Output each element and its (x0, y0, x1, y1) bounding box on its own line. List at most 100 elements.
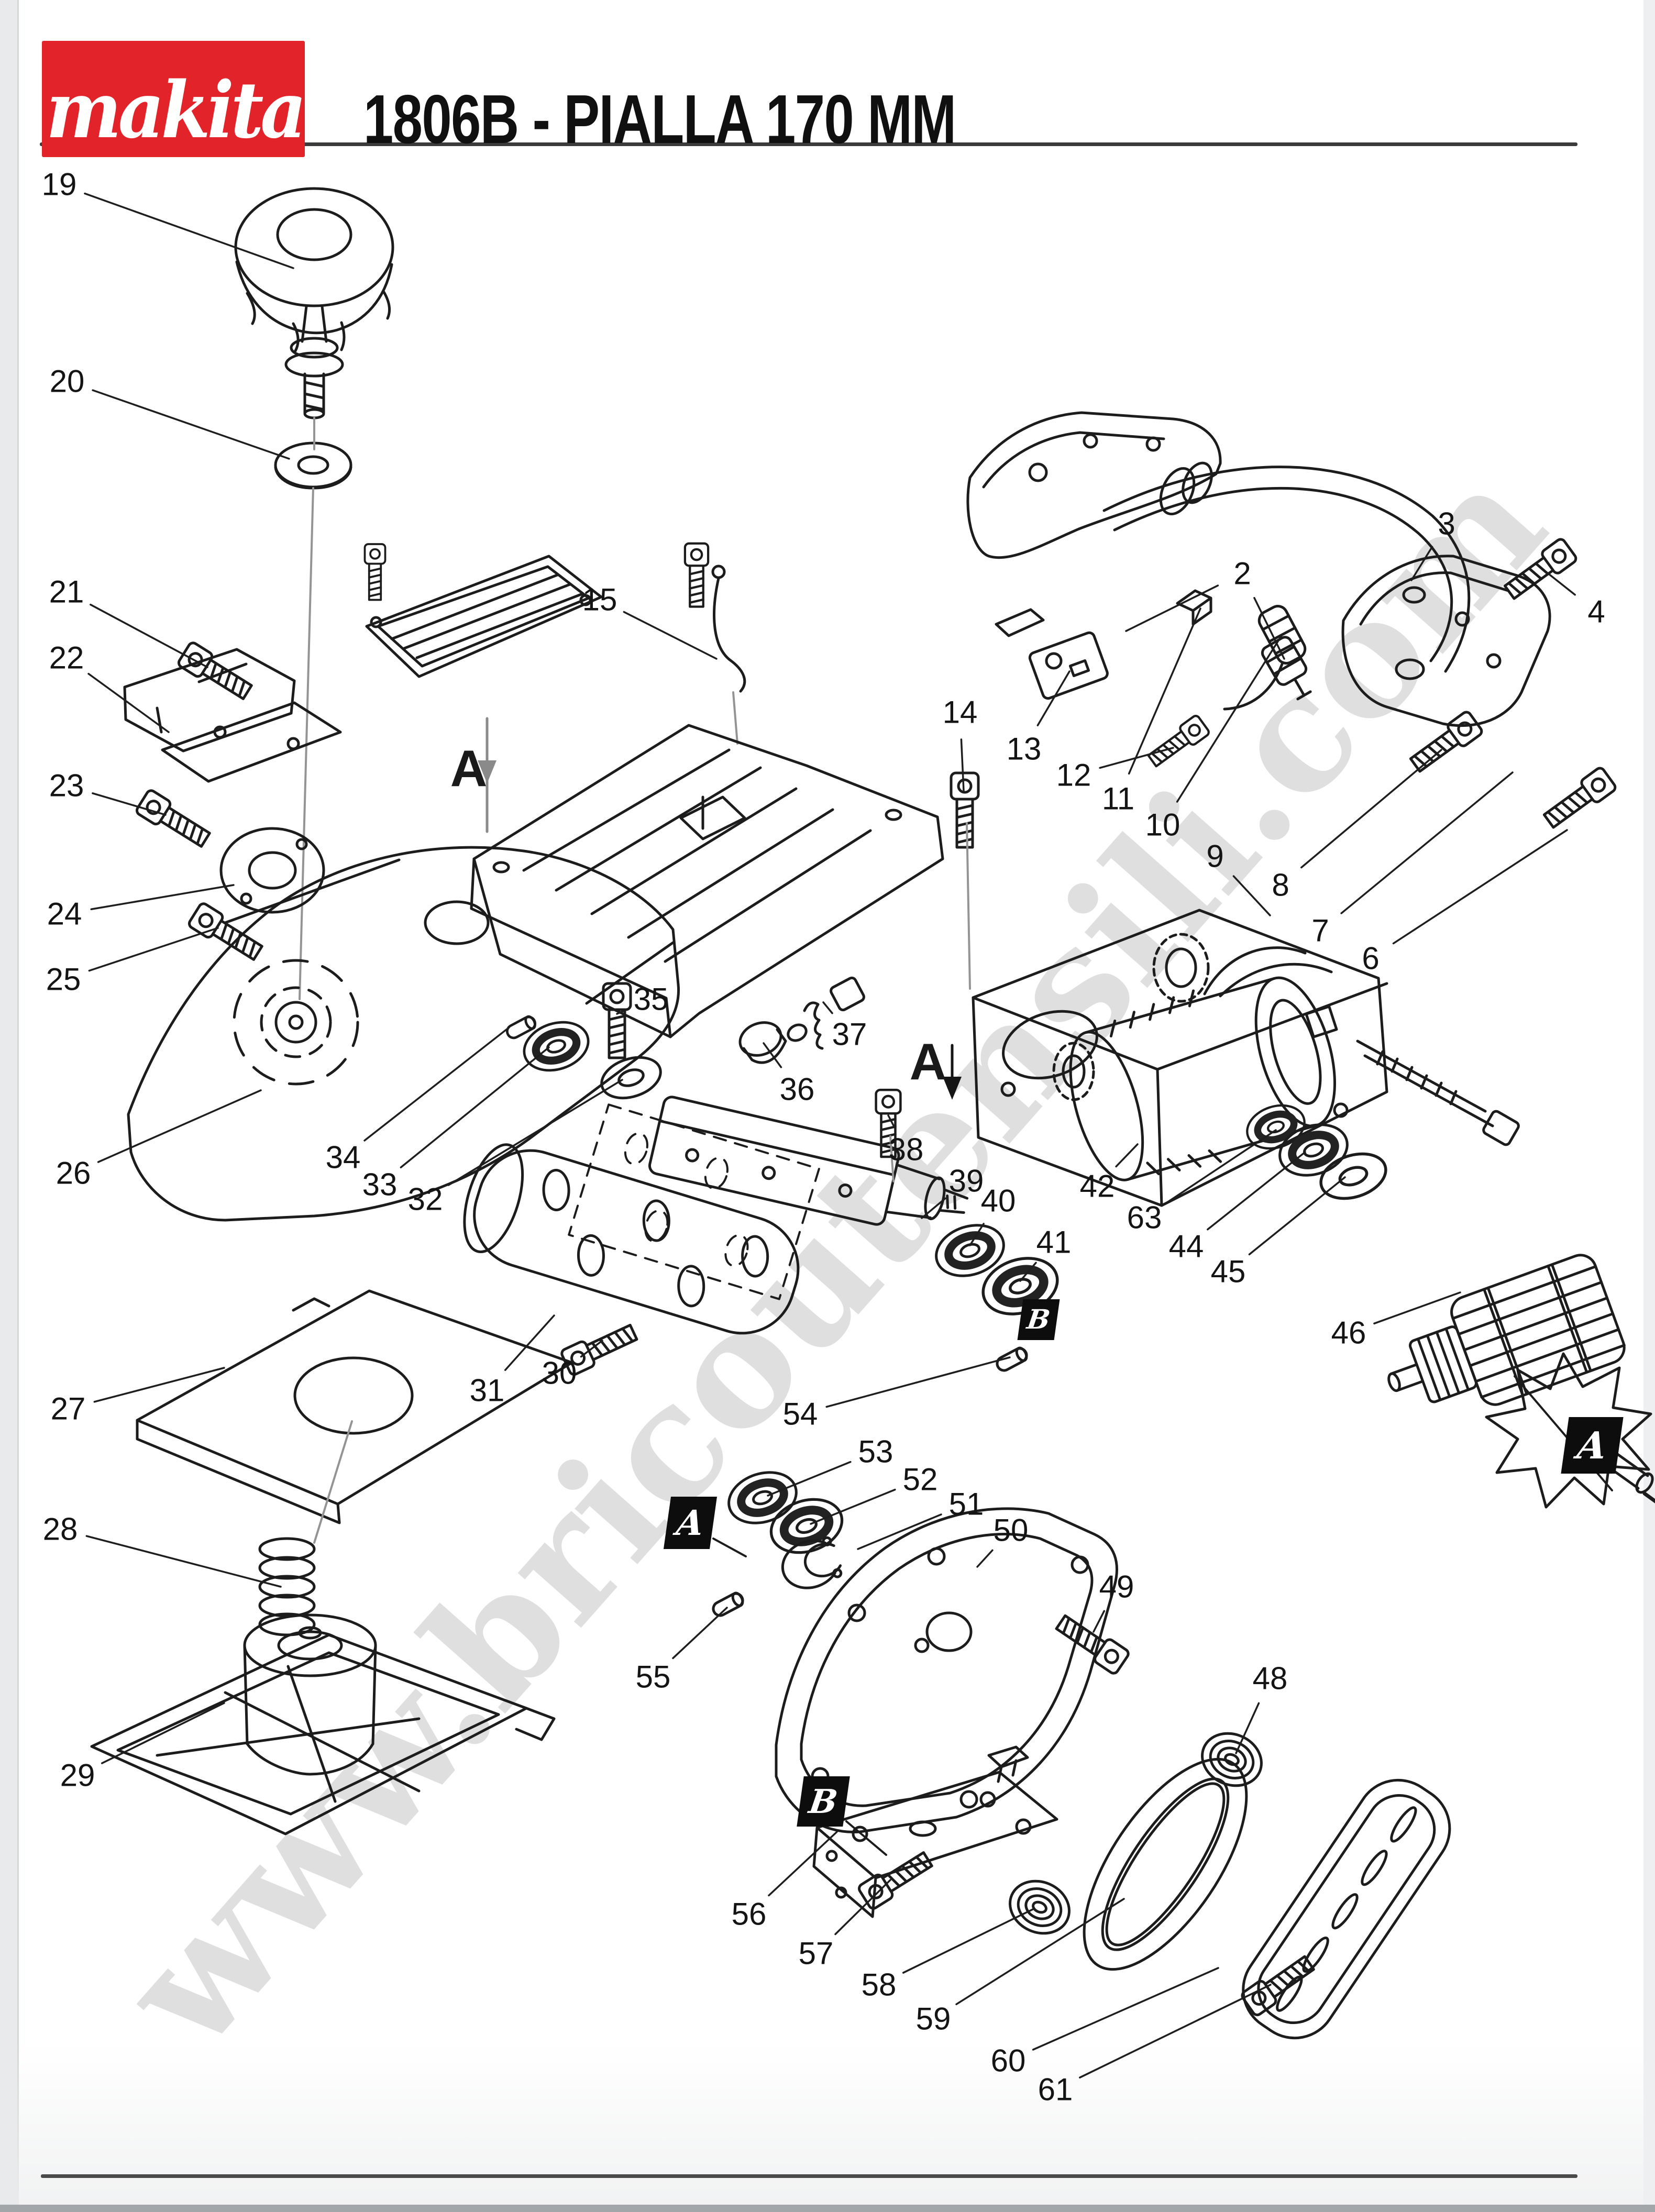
part-label-49: 49 (1099, 1569, 1134, 1605)
part-label-23: 23 (49, 768, 84, 803)
armature-46-drawing (1387, 1254, 1626, 1406)
part-label-28: 28 (42, 1511, 78, 1547)
plug-2-drawing (1261, 636, 1312, 701)
part-label-19: 19 (41, 167, 77, 202)
shoe-axis-line (313, 1420, 353, 1544)
blade-dashed-outline (568, 1103, 820, 1300)
part-label-12: 12 (1056, 757, 1091, 793)
part-label-56: 56 (731, 1896, 767, 1932)
part-label-61: 61 (1038, 2072, 1073, 2107)
part-label-59: 59 (915, 2001, 951, 2037)
part-label-39: 39 (948, 1163, 984, 1199)
part-label-51: 51 (948, 1486, 984, 1522)
screw-38-axis (889, 1135, 895, 1182)
screw-6-drawing (1541, 766, 1617, 832)
main-housing-drawing (127, 846, 680, 1222)
shoe-27-drawing (136, 1289, 573, 1524)
section-a-arrow-mid (943, 1044, 962, 1100)
bar-cover-60-drawing (1242, 1778, 1451, 2040)
makita-logo: makita ® (42, 41, 328, 157)
marker-a4-leader (712, 1538, 747, 1557)
part-label-4: 4 (1587, 594, 1605, 629)
part-label-50: 50 (993, 1512, 1029, 1548)
part-label-15: 15 (582, 582, 617, 617)
part-label-7: 7 (1311, 913, 1329, 948)
part-label-38: 38 (888, 1132, 924, 1167)
registered-mark-icon: ® (316, 91, 328, 108)
plate-screw-drawing (363, 543, 387, 601)
section-letter-a: A (909, 1033, 947, 1091)
part-label-10: 10 (1145, 807, 1180, 843)
spring-28-drawing (258, 1537, 316, 1636)
connector-11-drawing (1176, 589, 1212, 626)
part-label-37: 37 (832, 1016, 867, 1052)
section-box-b: B (1017, 1299, 1060, 1340)
part-label-9: 9 (1206, 838, 1224, 874)
page-bottom-bar (0, 2205, 1655, 2212)
screw-12-drawing (1145, 714, 1210, 770)
part-label-36: 36 (779, 1071, 815, 1107)
handle-half-right-drawing (1341, 555, 1551, 727)
ring-51-drawing (781, 1536, 843, 1589)
washer-20-drawing (274, 441, 352, 490)
part-label-58: 58 (861, 1967, 897, 2003)
screw-21-drawing (177, 641, 255, 703)
part-label-32: 32 (407, 1181, 443, 1217)
washer-32-drawing (597, 1050, 666, 1105)
screw-15-drawing (685, 544, 708, 607)
section-box-a: A (663, 1497, 718, 1549)
bearing-33-drawing (518, 1014, 594, 1078)
part-label-60: 60 (990, 2043, 1026, 2078)
part-label-14: 14 (942, 694, 978, 730)
part-label-63: 63 (1127, 1200, 1162, 1235)
section-box-a: A (1561, 1417, 1624, 1474)
part-label-25: 25 (46, 961, 81, 997)
stator-42-drawing (1069, 976, 1336, 1181)
leader-lines (84, 192, 1576, 2078)
screw-8-drawing (1407, 710, 1483, 776)
bed-frame-drawing (470, 724, 944, 1038)
part-label-44: 44 (1168, 1229, 1204, 1264)
part-label-53: 53 (858, 1434, 893, 1469)
page-left-border (0, 0, 19, 2212)
part-label-41: 41 (1036, 1224, 1072, 1260)
switch-13-drawing (995, 608, 1109, 700)
part-label-33: 33 (362, 1167, 398, 1202)
cover-22-drawing (123, 648, 342, 783)
page-right-border (1643, 0, 1655, 2212)
section-box-b: B (797, 1776, 850, 1827)
bearing-40-drawing (930, 1217, 1010, 1284)
grommet-58-drawing (1001, 1872, 1077, 1943)
drum-31-drawing (463, 1143, 800, 1335)
makita-logo-text: makita (46, 64, 306, 156)
chaincase-50-drawing (775, 1507, 1118, 1833)
page-title: 1806B - PIALLA 170 MM (363, 81, 956, 158)
screw-35-drawing (603, 983, 631, 1058)
belt-59-drawing (1083, 1757, 1248, 1971)
part-label-2: 2 (1233, 556, 1251, 591)
marker-b2-leader (845, 1820, 887, 1856)
screw-23-drawing (135, 789, 213, 851)
flange-24-drawing (219, 827, 325, 914)
part-label-48: 48 (1252, 1661, 1288, 1696)
part-label-24: 24 (47, 896, 82, 932)
cord-drawing (1223, 662, 1284, 711)
gasket-rings-drawing (1052, 933, 1210, 1101)
part-label-54: 54 (782, 1396, 818, 1432)
fan-46-drawing (1485, 1352, 1652, 1509)
part-label-27: 27 (50, 1391, 86, 1426)
section-a-arrow-top (478, 717, 496, 833)
screw-4-drawing (1502, 537, 1577, 603)
knife-block-39-drawing (648, 1096, 969, 1226)
part-label-29: 29 (60, 1757, 95, 1793)
part-label-35: 35 (633, 981, 669, 1017)
top-plate-drawing (365, 555, 603, 678)
part-label-30: 30 (542, 1355, 577, 1391)
part-label-45: 45 (1210, 1254, 1246, 1289)
hook-15-drawing (711, 565, 746, 745)
section-letter-a: A (450, 739, 488, 798)
part-label-21: 21 (49, 574, 84, 610)
knob-19-drawing (234, 187, 394, 419)
